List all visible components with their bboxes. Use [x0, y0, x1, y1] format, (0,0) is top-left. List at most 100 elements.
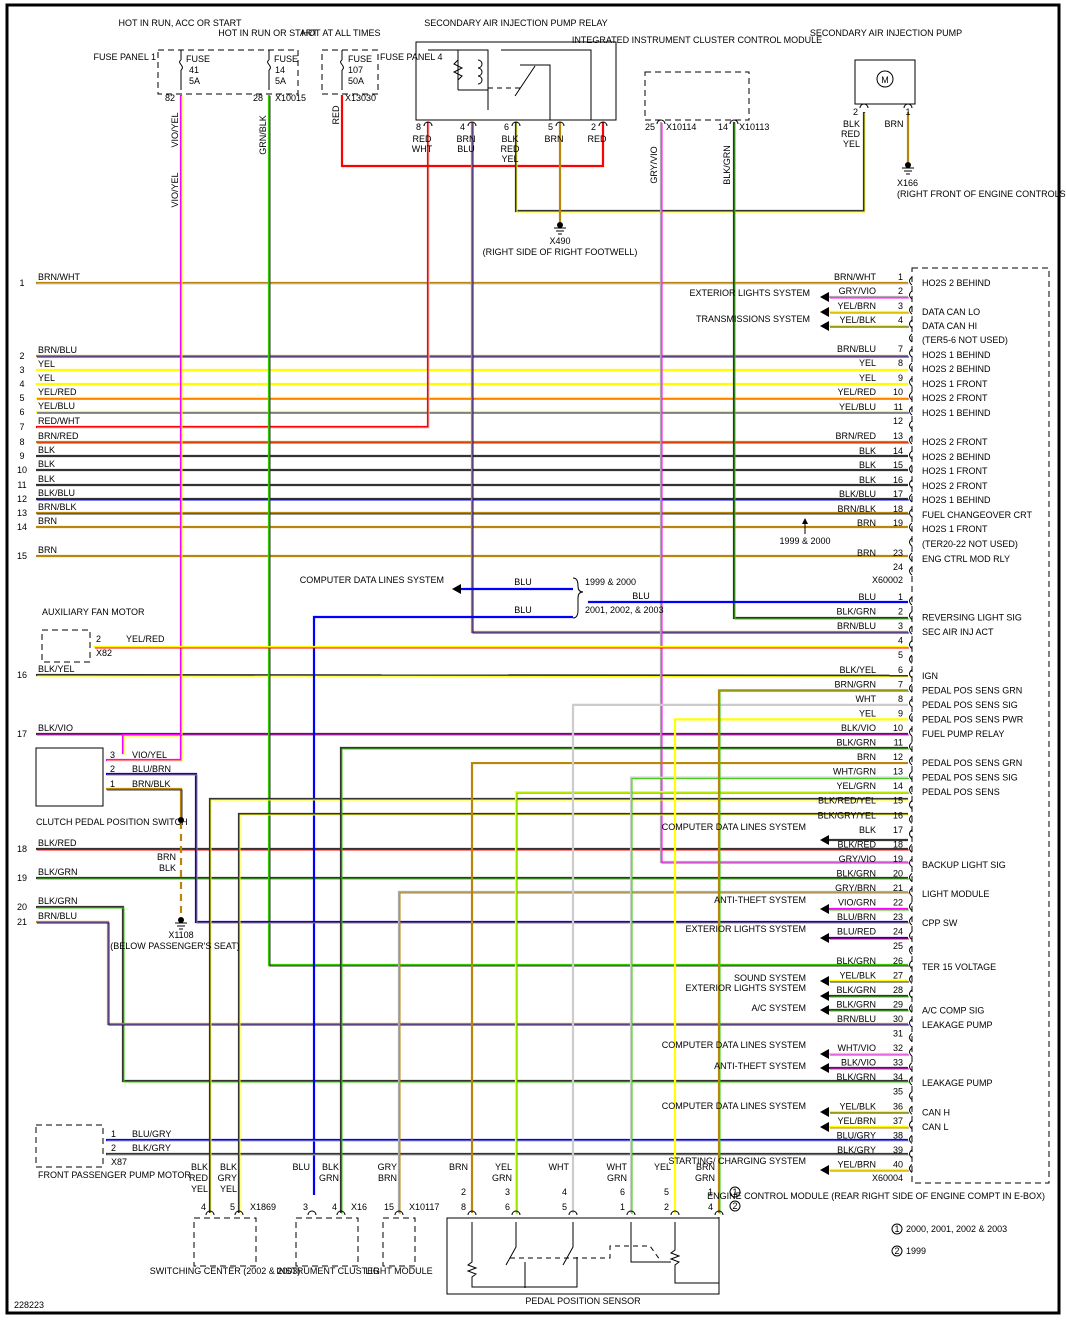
ecm-b-pin-number: 34 — [893, 1072, 903, 1082]
ecm-b-terminal — [909, 974, 913, 984]
ecm-b-function: REVERSING LIGHT SIG — [922, 613, 1022, 623]
ecm-b-terminal — [909, 713, 913, 722]
wire-red-wht — [36, 122, 430, 429]
ecm-b-function: LIGHT MODULE — [922, 889, 989, 899]
ecm-b-wire-label: BRN/BLU — [837, 621, 876, 631]
pedal-sensor-wire-label: WHT — [549, 1162, 570, 1172]
wire-gry-brn-tracer — [399, 892, 909, 1214]
ecm-b-function: LEAKAGE PUMP — [922, 1020, 993, 1030]
ground-x166-location: (RIGHT FRONT OF ENGINE CONTROLS) — [897, 189, 1066, 199]
ground-x166-id: X166 — [897, 178, 918, 188]
relay-wire-label: YEL — [501, 154, 518, 164]
ecm-b-terminal — [909, 1033, 913, 1042]
switching-center-pin: 4 — [201, 1202, 206, 1212]
relay-box — [415, 41, 617, 121]
pedal-sensor-pin-1: 1 — [708, 1187, 713, 1197]
ecm-b-wire-label: BLK/GRN — [836, 607, 876, 617]
passenger-pump-title: FRONT PASSENGER PUMP MOTOR — [38, 1170, 191, 1180]
ecm-b-terminal — [909, 1120, 913, 1130]
pedal-sensor-box — [446, 1217, 720, 1295]
fuse14-name: FUSE — [274, 54, 298, 64]
left-line-number: 15 — [17, 551, 27, 561]
ecm-b-terminal — [909, 727, 913, 737]
diagram-frame — [5, 3, 1061, 1315]
relay-wire-label: BLU — [457, 144, 475, 154]
ecm-b-pin-number: 19 — [893, 854, 903, 864]
instrument-cluster-pin-terminal — [336, 1210, 346, 1216]
left-wire-label: BLK — [38, 445, 55, 455]
ground-x1108-icon-dot — [178, 917, 184, 923]
wire-pedal-sensor — [717, 689, 908, 1213]
ecm-b-pin-number: 35 — [893, 1087, 903, 1097]
switching-center-wire-label: BLK — [191, 1162, 208, 1172]
ecm-a-terminal — [909, 348, 913, 358]
passenger-pump-box — [35, 1124, 104, 1168]
left-line-number: 18 — [17, 844, 27, 854]
clutch-pin-number: 3 — [110, 750, 115, 760]
arrow-left-icon — [820, 835, 829, 845]
ecm-b-pin-number: 4 — [898, 636, 903, 646]
pedal-sensor-pin-2: 6 — [505, 1202, 510, 1212]
ecm-b-wire-label: BLU — [858, 592, 876, 602]
motor-icon — [876, 70, 894, 88]
ecm-b-wire-label: BLK/GRN — [836, 956, 876, 966]
ecm-b-pin-number: 28 — [893, 985, 903, 995]
ecm-a-terminal — [909, 319, 913, 329]
pedal-sensor-internal — [466, 1217, 720, 1288]
ecm-b-pin-number: 6 — [898, 665, 903, 675]
ecm-b-function: TER 15 VOLTAGE — [922, 962, 996, 972]
pump-pin-terminal — [903, 103, 913, 109]
left-wire-label: BRN/WHT — [38, 272, 80, 282]
pedal-sensor-wire-label: BRN — [449, 1162, 468, 1172]
switching-center-wire-label: BLK — [220, 1162, 237, 1172]
pedal-sensor-wire-label: GRN — [695, 1173, 715, 1183]
switching-center-box — [193, 1217, 257, 1267]
ecm-b-wire-label: WHT/GRN — [833, 767, 876, 777]
fuse41-icon — [179, 50, 183, 90]
ecm-b-wire-label: GRY/BRN — [835, 883, 876, 893]
left-line-number: 3 — [19, 365, 24, 375]
ecm-a-terminal — [909, 552, 913, 562]
aux-fan-box — [41, 629, 91, 663]
wire-blk-red-yel-pump — [514, 112, 866, 213]
ecm-b-wire-label: BLK/GRN — [836, 738, 876, 748]
ecm-b-wire-label: BLK — [859, 825, 876, 835]
ecm-b-terminal — [909, 931, 913, 941]
ecm-b-terminal — [909, 640, 913, 650]
left-wire-label: BLK/GRN — [38, 867, 78, 877]
fuse107-rating: 50A — [348, 76, 364, 86]
ecm-b-wire-label: BLK/GRY/YEL — [818, 810, 876, 820]
clutch-switch-box — [35, 747, 104, 807]
pedal-sensor-wire-label: WHT — [607, 1162, 628, 1172]
wire-blk-red-yel-pump-tracer — [516, 113, 866, 213]
switching-center-wire-label: RED — [189, 1173, 209, 1183]
ecm-b-terminal — [909, 1047, 913, 1057]
left-line-number: 19 — [17, 873, 27, 883]
left-line-number: 16 — [17, 670, 27, 680]
left-wire-label: RED/WHT — [38, 416, 80, 426]
ecm-b-function: PEDAL POS SENS PWR — [922, 714, 1024, 724]
fuse41-rating: 5A — [189, 76, 200, 86]
left-line-number: 2 — [19, 351, 24, 361]
wire-pedal-sensor — [571, 703, 908, 1213]
ecm-b-wire-label: BLU/RED — [837, 927, 877, 937]
ecm-b-function: CAN L — [922, 1122, 949, 1132]
left-line-number: 21 — [17, 917, 27, 927]
footnote-mark: 2 — [894, 1246, 899, 1256]
ecm-b-pin-number: 15 — [893, 796, 903, 806]
ecm-b-function: A/C COMP SIG — [922, 1005, 984, 1015]
wire-blu-2001 — [312, 615, 573, 1195]
wire-pedal-sensor-tracer — [516, 792, 909, 1214]
left-line-number: 8 — [19, 437, 24, 447]
clutch-pin-number: 1 — [110, 779, 115, 789]
relay-pin-number: 5 — [548, 122, 553, 132]
ecm-b-wire-label: BRN — [857, 752, 876, 762]
switching-center-pin: 5 — [230, 1202, 235, 1212]
left-line-number: 17 — [17, 729, 27, 739]
pump-wire-label: BLK — [843, 119, 860, 129]
ecm-a-function: ENG CTRL MOD RLY — [922, 554, 1010, 564]
fuse-panel-1-label: FUSE PANEL 1 — [93, 52, 156, 62]
ecm-a-wire-label: BRN/RED — [835, 431, 876, 441]
fuse14-wire-label: GRN/BLK — [258, 115, 268, 155]
ecm-b-wire-label: YEL — [859, 708, 876, 718]
